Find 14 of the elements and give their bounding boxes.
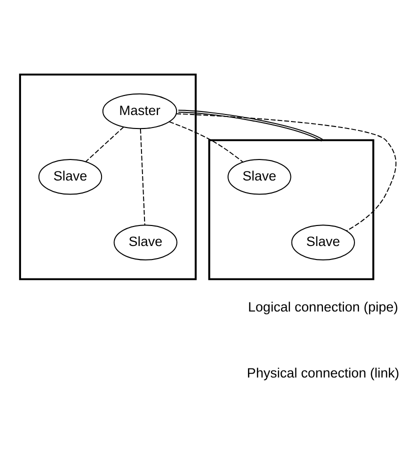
connector xyxy=(178,110,324,142)
legend-label: Logical connection (pipe) xyxy=(248,300,398,315)
cluster xyxy=(208,139,374,280)
legend-label: Physical connection (link) xyxy=(246,365,400,380)
node-ellipse: Slave xyxy=(291,224,355,260)
connector xyxy=(168,121,244,162)
node-ellipse: Master xyxy=(102,93,178,130)
connector xyxy=(85,126,124,162)
connector xyxy=(176,113,396,232)
node-ellipse: Slave xyxy=(228,159,292,195)
cluster xyxy=(19,74,197,280)
node-ellipse: Slave xyxy=(114,224,178,260)
node-ellipse: Slave xyxy=(38,159,102,195)
connector xyxy=(140,128,146,226)
